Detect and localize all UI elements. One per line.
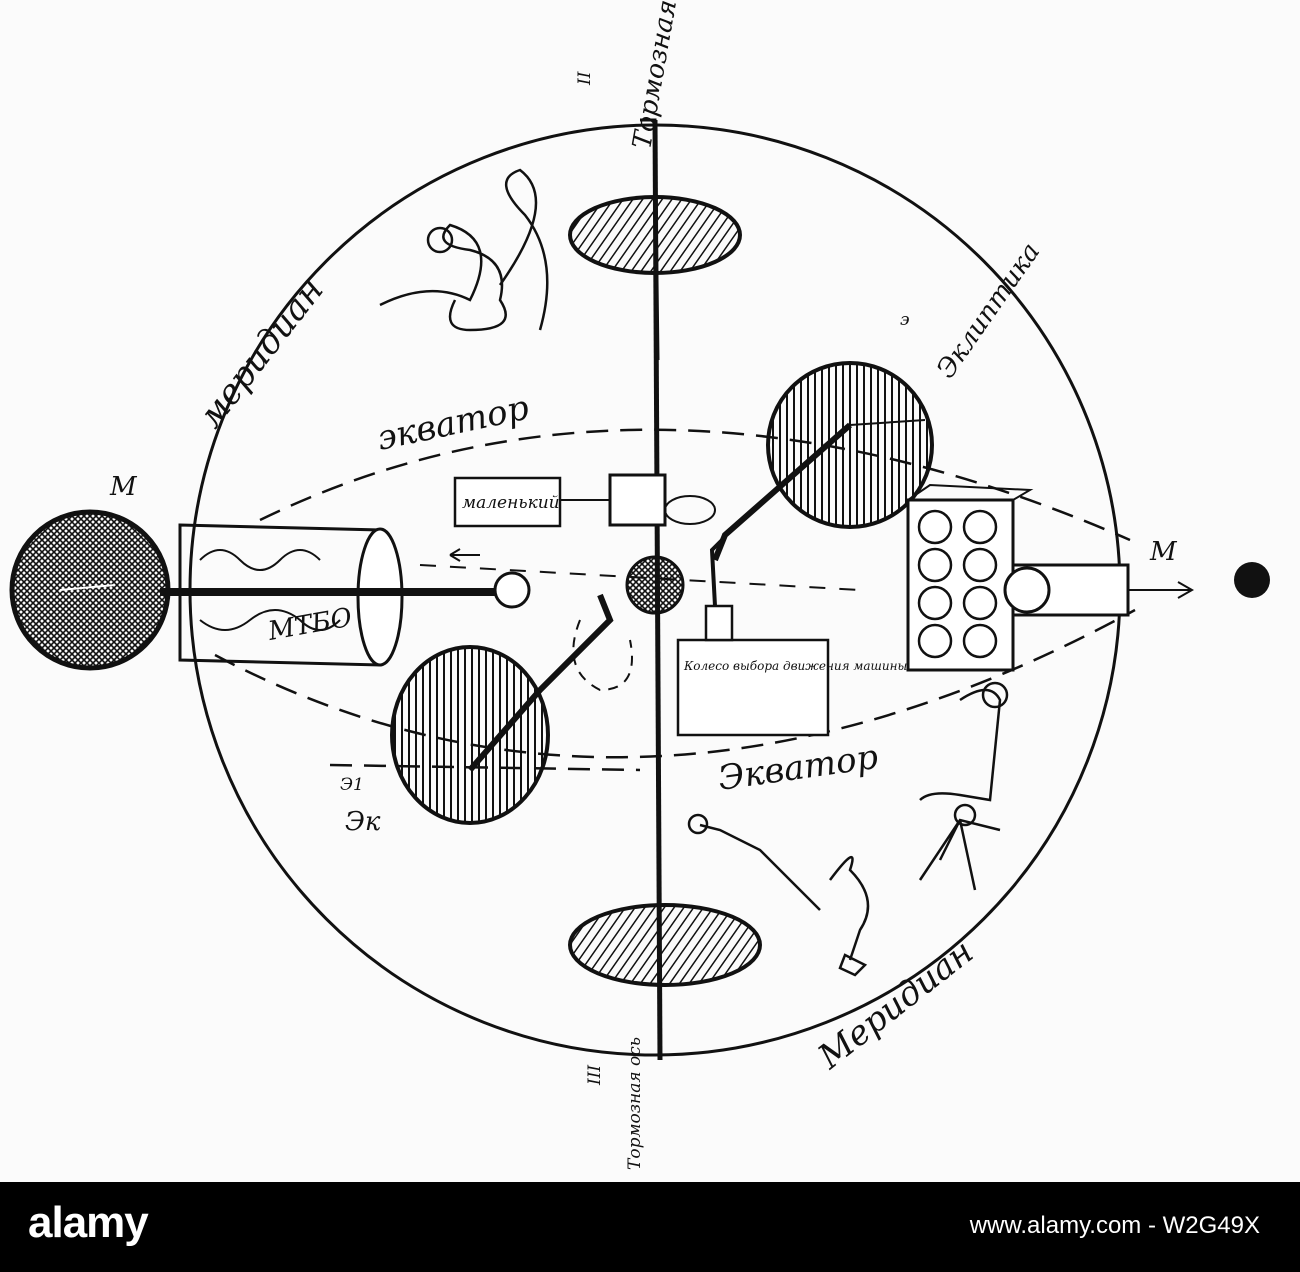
panel-right: [676, 638, 830, 737]
central-hub: [625, 555, 685, 615]
hub-upper: [608, 473, 667, 527]
left-mass-sphere: [9, 509, 171, 671]
label-bottom-axis: Тормозная ось: [625, 1037, 645, 1170]
image-credit: www.alamy.com - W2G49X: [969, 1212, 1260, 1239]
bottom-disc: [568, 903, 762, 987]
space-station-sketch: М М II Тормозная ось III Тормозная ось м…: [9, 0, 1270, 1170]
top-disc: [568, 195, 742, 275]
label-top-roman: II: [575, 71, 595, 86]
label-small-left: Эк: [345, 807, 381, 837]
box-cells: [917, 509, 998, 659]
label-bottom-roman: III: [585, 1065, 605, 1086]
label-ecliptic: Эклиптика: [931, 237, 1046, 384]
right-box: [906, 498, 1015, 672]
rod-ring: [493, 571, 531, 609]
label-mass-left: М: [109, 472, 138, 502]
label-equator-lower: Экватор: [716, 737, 881, 799]
right-arrow-head: [1177, 581, 1195, 599]
axis-top-cap: [640, 118, 660, 361]
label-meridian-lower: Меридиан: [810, 932, 981, 1078]
disc-radius: [849, 419, 926, 426]
lower-left-disc: [390, 645, 550, 825]
cylinder-scribble: [199, 549, 341, 631]
sketch-area: М М II Тормозная ось III Тормозная ось м…: [9, 0, 1270, 1170]
label-mass-right: М: [1149, 537, 1178, 567]
label-panel-left: маленький: [462, 493, 560, 513]
label-panel-right: Колесо выбора движения машины: [683, 659, 907, 673]
panel-left: [453, 476, 562, 528]
hub-loop: [572, 619, 633, 692]
label-meridian-upper: меридиан: [191, 271, 332, 436]
watermark-footer: alamy www.alamy.com - W2G49X: [0, 1182, 1300, 1272]
label-top-axis: Тормозная ось: [627, 0, 692, 151]
label-small-left-num: Э1: [340, 775, 364, 795]
human-figures: [379, 168, 1009, 977]
upper-arm: [712, 422, 852, 562]
upper-right-disc: [766, 361, 934, 529]
alamy-logo: alamy: [28, 1198, 149, 1247]
label-equator-upper: экватор: [374, 388, 533, 459]
right-mass-dot: [1234, 562, 1270, 598]
hub-upper-lens: [664, 495, 716, 525]
lower-arm: [467, 593, 614, 772]
label-ecliptic-e: э: [900, 310, 910, 330]
